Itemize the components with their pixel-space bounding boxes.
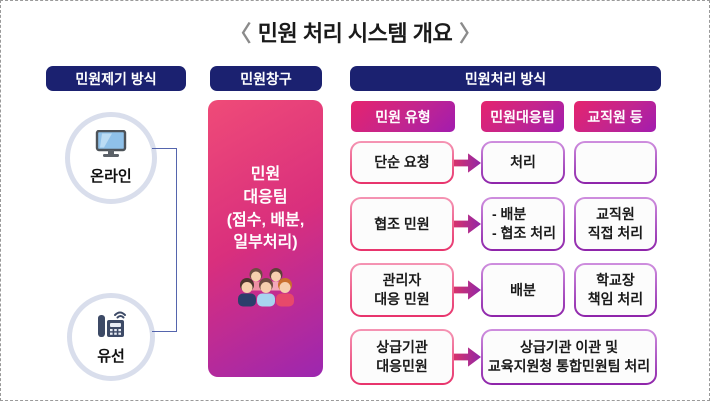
row3-flow-arrow bbox=[454, 280, 481, 300]
fax-phone-icon bbox=[94, 308, 128, 343]
row4-merged-box: 상급기관 이관 및 교육지원청 통합민원팀 처리 bbox=[481, 329, 657, 385]
subheader-staff: 교직원 등 bbox=[574, 101, 656, 132]
row2-staff-box: 교직원 직접 처리 bbox=[574, 197, 657, 251]
processing-method-header: 민원처리 방식 bbox=[350, 66, 661, 91]
people-icon bbox=[237, 267, 295, 313]
submission-method-header: 민원제기 방식 bbox=[46, 66, 186, 91]
team-box-text: 민원 대응팀 (접수, 배분, 일부처리) bbox=[226, 166, 305, 252]
title-text: 민원 처리 시스템 개요 bbox=[257, 21, 453, 46]
online-channel-circle: 온라인 bbox=[65, 112, 157, 204]
complaint-window-header: 민원창구 bbox=[210, 66, 322, 91]
row3-type-box: 관리자 대응 민원 bbox=[350, 263, 454, 317]
row2-type-box: 협조 민원 bbox=[350, 197, 454, 251]
row3-staff-box: 학교장 책임 처리 bbox=[574, 263, 657, 317]
row2-flow-arrow bbox=[454, 214, 481, 234]
channel-connector-line bbox=[152, 148, 177, 332]
row1-staff-box bbox=[574, 141, 657, 184]
row1-team-box: 처리 bbox=[481, 141, 565, 184]
row4-type-box: 상급기관 대응민원 bbox=[350, 329, 454, 385]
page-title: 〈민원 처리 시스템 개요〉 bbox=[1, 16, 709, 48]
title-right-bracket: 〉 bbox=[459, 21, 481, 46]
row4-flow-arrow bbox=[454, 347, 481, 367]
monitor-icon bbox=[93, 129, 129, 163]
phone-channel-label: 유선 bbox=[97, 348, 125, 365]
online-channel-label: 온라인 bbox=[90, 168, 132, 185]
title-left-bracket: 〈 bbox=[229, 21, 251, 46]
subheader-response-team: 민원대응팀 bbox=[481, 101, 564, 132]
row1-type-box: 단순 요청 bbox=[350, 141, 454, 184]
complaint-response-team-box: 민원 대응팀 (접수, 배분, 일부처리) bbox=[208, 100, 323, 377]
row2-team-box: - 배분 - 협조 처리 bbox=[481, 197, 565, 251]
subheader-complaint-type: 민원 유형 bbox=[351, 101, 455, 132]
row1-flow-arrow bbox=[454, 153, 481, 173]
row3-team-box: 배분 bbox=[481, 263, 565, 317]
phone-channel-circle: 유선 bbox=[67, 293, 155, 381]
